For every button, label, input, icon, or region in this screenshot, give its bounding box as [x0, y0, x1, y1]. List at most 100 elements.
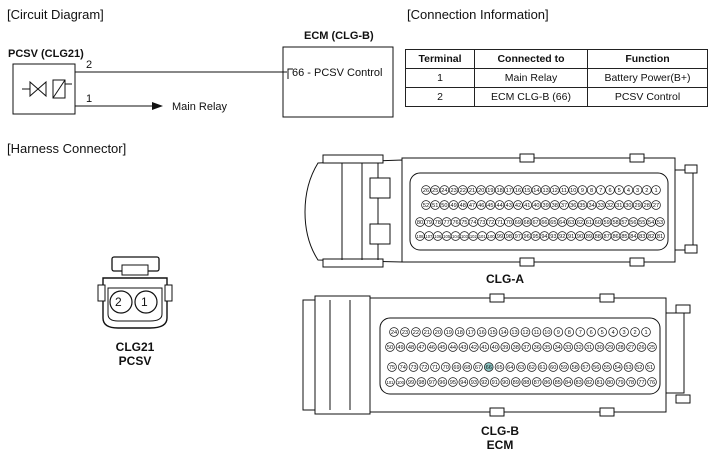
pin-75 — [387, 362, 397, 372]
pin-label: 93 — [471, 380, 477, 386]
pin-label: 3 — [636, 188, 639, 194]
pin-60 — [548, 362, 558, 372]
pin-36 — [568, 200, 578, 210]
pin-22 — [411, 327, 421, 337]
pin-label: 29 — [634, 203, 640, 209]
pin-33 — [563, 342, 573, 352]
table-cell: ECM CLG-B (66) — [474, 87, 588, 107]
pin-39 — [540, 200, 551, 210]
pin-98 — [416, 377, 427, 387]
pin-68 — [462, 362, 473, 372]
pin-label: 3 — [623, 330, 626, 336]
pin-label: 6 — [590, 330, 593, 336]
pin-86 — [542, 377, 552, 387]
pin-label: 87 — [604, 234, 610, 240]
wire-1-label: 1 — [86, 93, 93, 105]
pin-label: 44 — [450, 345, 456, 351]
pin-label: 42 — [515, 203, 521, 209]
pin-label: 108 — [417, 234, 425, 239]
pin-label: 25 — [432, 188, 438, 194]
pin-label: 57 — [582, 365, 588, 371]
clgb-housing — [302, 293, 691, 417]
pin-label: 101 — [387, 380, 395, 385]
pin-label: 11 — [561, 188, 567, 194]
pcsv-label: PCSV (CLG21) — [8, 48, 84, 60]
pin-label: 27 — [628, 345, 634, 351]
pin-label: 78 — [435, 220, 441, 226]
pin-label: 92 — [559, 234, 565, 240]
pin-label: 69 — [453, 365, 459, 371]
pin-label: 84 — [565, 380, 571, 386]
wire-2-label: 2 — [86, 59, 93, 71]
table-row: 2 ECM CLG-B (66) PCSV Control — [405, 87, 708, 107]
pin-label: 40 — [492, 345, 498, 351]
ecm-caption: ECM — [486, 438, 514, 452]
pin-label: 23 — [402, 330, 408, 336]
pin-51 — [645, 362, 655, 372]
pin-52 — [421, 200, 431, 210]
pin-label: 31 — [616, 203, 622, 209]
pin-label: 16 — [479, 330, 485, 336]
pin-12 — [520, 327, 531, 337]
pin-label: 82 — [586, 380, 592, 386]
pin-label: 60 — [550, 365, 556, 371]
pin-label: 28 — [617, 345, 623, 351]
pin-15 — [487, 327, 498, 337]
pin-44 — [494, 200, 505, 210]
pin-62 — [526, 362, 537, 372]
pin-label: 45 — [487, 203, 493, 209]
pin-85 — [552, 377, 563, 387]
pin-23 — [448, 185, 459, 195]
pin-47 — [416, 342, 427, 352]
pin-label: 82 — [648, 234, 654, 240]
pin-label: 17 — [468, 330, 474, 336]
pin-label: 21 — [469, 188, 475, 194]
pin-label: 106 — [434, 234, 442, 239]
pin-label: 13 — [542, 188, 548, 194]
pin-label: 50 — [387, 345, 393, 351]
pin-52 — [634, 362, 644, 372]
pin-22 — [458, 185, 468, 195]
pin-label: 77 — [638, 380, 644, 386]
pin-label: 84 — [630, 234, 636, 240]
pin-label: 88 — [595, 234, 601, 240]
clg21-pin: 1 — [141, 295, 148, 309]
pin-label: 34 — [588, 203, 594, 209]
pin-label: 20 — [435, 330, 441, 336]
clga-caption: CLG-A — [486, 272, 524, 286]
ecm-box — [282, 46, 394, 118]
pin-56 — [591, 362, 601, 372]
pin-3 — [632, 185, 643, 195]
pin-label: 103 — [461, 234, 469, 239]
pin-label: 90 — [502, 380, 508, 386]
pin-label: 74 — [470, 220, 476, 226]
pin-47 — [467, 200, 477, 210]
pin-57 — [580, 362, 591, 372]
pin-label: 51 — [647, 365, 653, 371]
pin-8 — [564, 327, 575, 337]
pin-label: 58 — [612, 220, 618, 226]
pin-label: 49 — [450, 203, 456, 209]
pin-42 — [469, 342, 479, 352]
pin-13 — [540, 185, 551, 195]
pin-96 — [437, 377, 448, 387]
pin-label: 7 — [579, 330, 582, 336]
pin-10 — [542, 327, 553, 337]
pin-label: 16 — [515, 188, 521, 194]
pin-label: 90 — [577, 234, 583, 240]
pin-label: 80 — [417, 220, 423, 226]
pin-label: 36 — [570, 203, 576, 209]
pin-label: 25 — [649, 345, 655, 351]
pin-label: 93 — [550, 234, 556, 240]
pin-43 — [504, 200, 514, 210]
pin-label: 73 — [410, 365, 416, 371]
pin-50 — [439, 200, 450, 210]
pin-label: 80 — [607, 380, 613, 386]
pin-59 — [559, 362, 569, 372]
pin-label: 47 — [469, 203, 475, 209]
pin-label: 31 — [586, 345, 592, 351]
pin-29 — [605, 342, 615, 352]
pin-42 — [513, 200, 523, 210]
pin-label: 81 — [657, 234, 663, 240]
